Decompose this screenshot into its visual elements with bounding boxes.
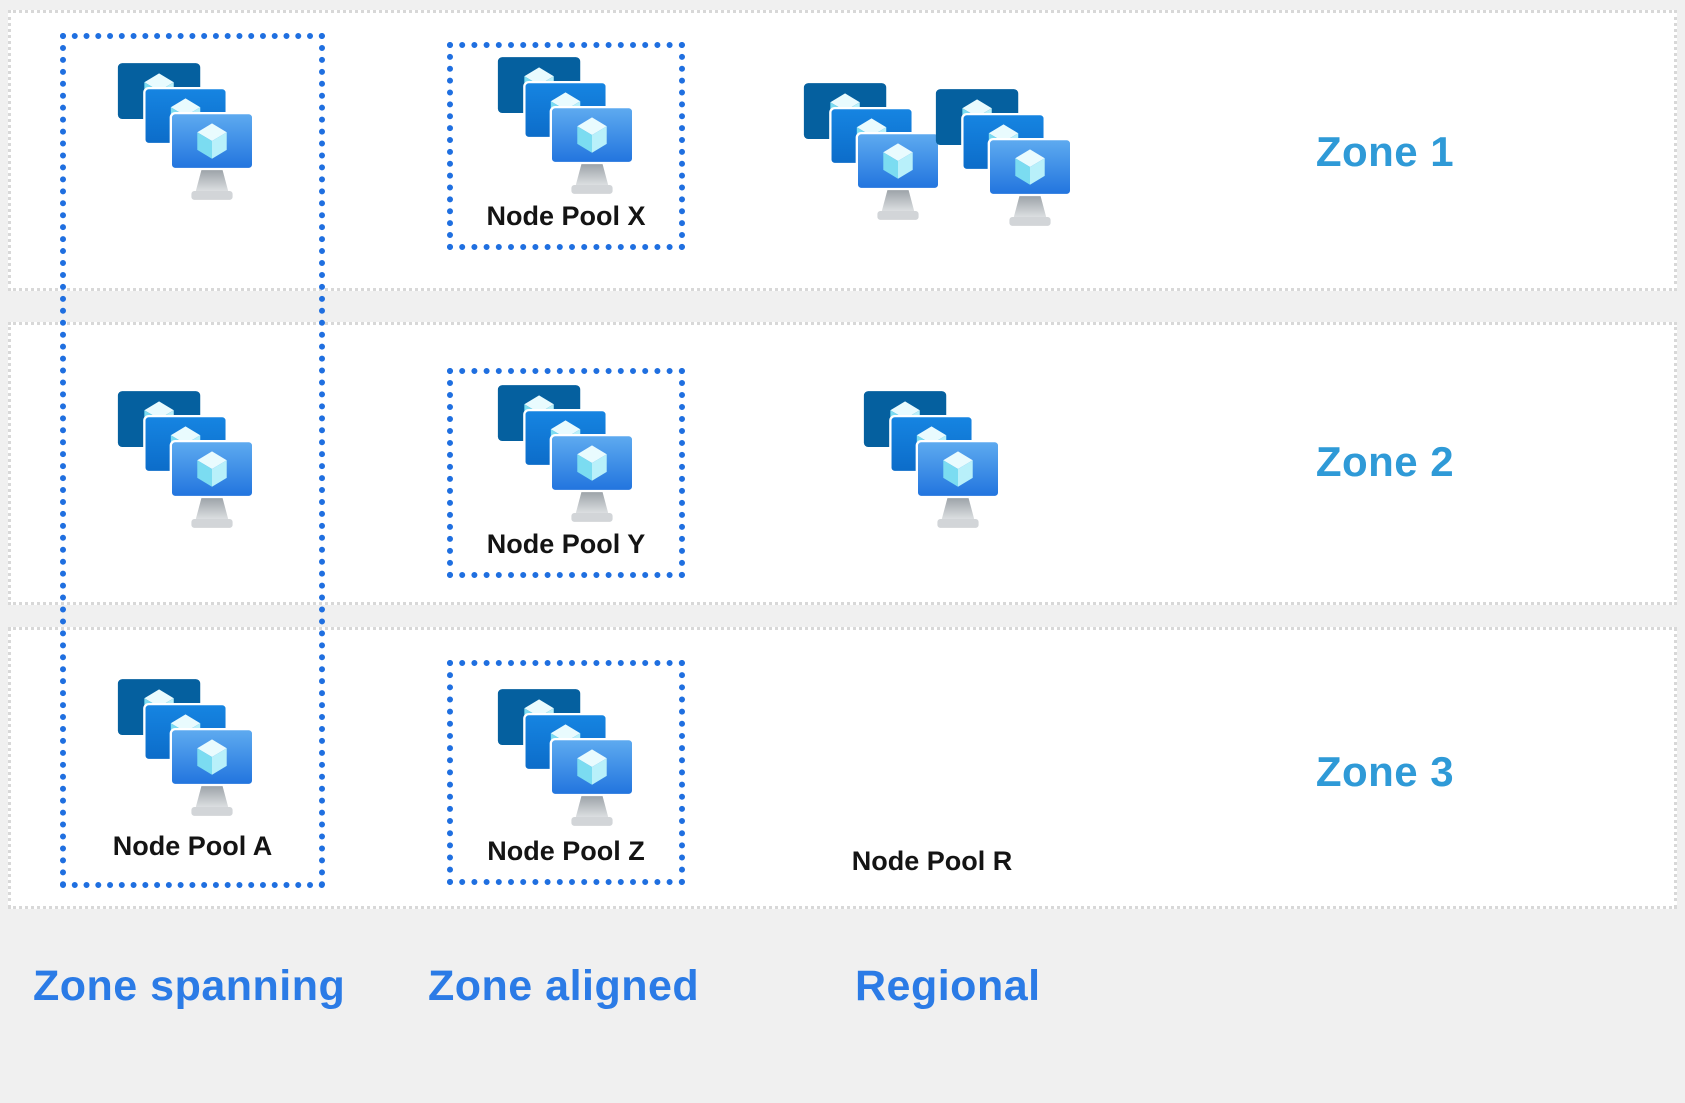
node-pool-x-label: Node Pool X (486, 201, 646, 231)
vm-cluster-icon (112, 676, 262, 819)
vm-cluster-icon (112, 60, 262, 203)
vm-cluster-icon (930, 86, 1080, 229)
column-label-zone-aligned: Zone aligned (428, 962, 700, 1010)
node-pool-a-box: Node Pool A (60, 33, 325, 888)
node-pool-y-box: Node Pool Y (447, 368, 685, 578)
vm-cluster-icon (492, 686, 642, 829)
vm-cluster-icon (492, 382, 642, 525)
vm-cluster-icon (858, 388, 1008, 531)
vm-cluster-icon (798, 80, 948, 223)
column-label-zone-spanning: Zone spanning (33, 962, 346, 1010)
zone-2-label: Zone 2 (1315, 438, 1455, 485)
node-pool-y-label: Node Pool Y (486, 529, 646, 559)
zone-1-label: Zone 1 (1315, 128, 1455, 175)
zone-3-band (8, 627, 1677, 909)
node-pool-a-label: Node Pool A (112, 831, 273, 861)
node-pool-x-box: Node Pool X (447, 42, 685, 250)
column-label-regional: Regional (855, 962, 1041, 1010)
zone-2-band (8, 322, 1677, 605)
node-pool-r-label: Node Pool R (851, 846, 1013, 876)
vm-cluster-icon (112, 388, 262, 531)
zone-3-label: Zone 3 (1315, 748, 1455, 795)
node-pool-z-box: Node Pool Z (447, 660, 685, 885)
node-pool-z-label: Node Pool Z (487, 836, 645, 866)
vm-cluster-icon (492, 54, 642, 197)
